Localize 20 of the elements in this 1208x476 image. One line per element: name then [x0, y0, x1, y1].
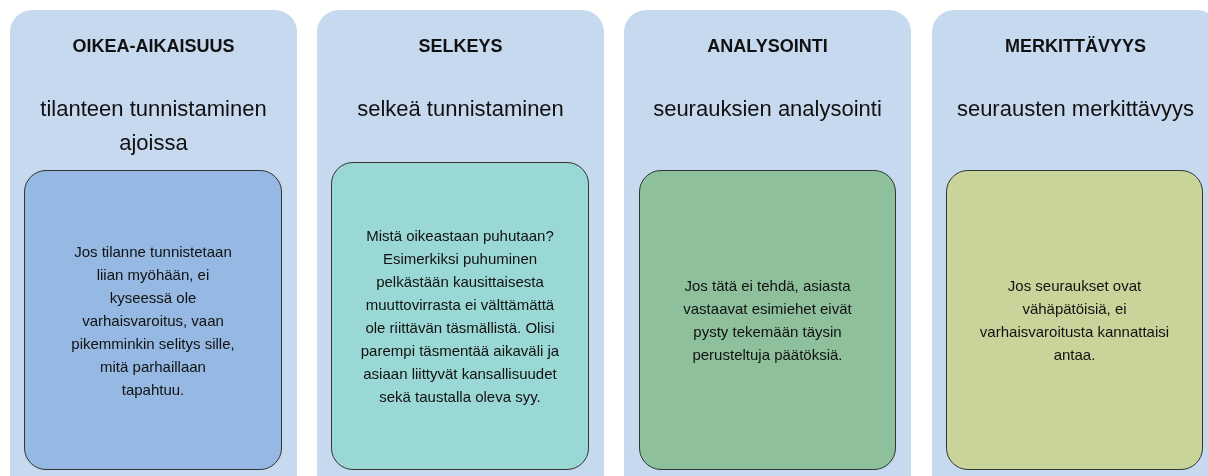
panel-subtitle: seurausten merkittävyys — [955, 95, 1196, 123]
category-panel — [624, 10, 911, 476]
category-panel — [10, 10, 297, 476]
description-box — [24, 170, 282, 470]
description-box — [639, 170, 896, 470]
panel-heading: MERKITTÄVYYS — [1004, 36, 1147, 57]
panel-heading: SELKEYS — [417, 36, 504, 57]
description-text: Mistä oikeastaan puhutaan? Esimerkiksi puhuminen pelkästään kausittaisesta muuttovirrasta ei välttämättä ole riittävän täsmällistä. Olisi parempi täsmentää aikaväli ja asiaan liittyvät kansallisuudet sekä taustalla oleva syy. — [359, 226, 561, 407]
panel-subtitle: selkeä tunnistaminen — [356, 95, 565, 123]
category-panel — [932, 10, 1208, 476]
description-box — [946, 170, 1203, 470]
panel-heading: ANALYSOINTI — [706, 36, 829, 57]
description-text: Jos seuraukset ovat vähäpätöisiä, ei varhaisvaroitusta kannattaisi antaa. — [978, 276, 1171, 365]
panel-subtitle: tilanteen tunnistaminen ajoissa — [39, 95, 268, 157]
panel-heading: OIKEA-AIKAISUUS — [71, 36, 236, 57]
description-text: Jos tilanne tunnistetaan liian myöhään, ei kyseessä ole varhaisvaroitus, vaan pikemminkin selitys sille, mitä parhaillaan tapahtuu. — [70, 241, 236, 400]
panel-subtitle: seurauksien analysointi — [652, 95, 883, 123]
description-text: Jos tätä ei tehdä, asiasta vastaavat esimiehet eivät pysty tekemään täysin perusteltuja päätöksiä. — [682, 276, 853, 365]
description-box — [331, 162, 589, 470]
category-panel — [317, 10, 604, 476]
